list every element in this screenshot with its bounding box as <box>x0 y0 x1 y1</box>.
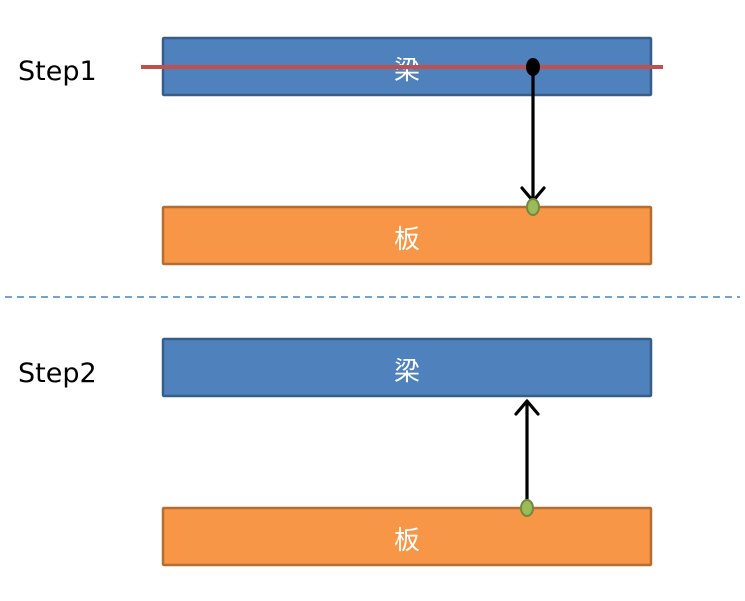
step2-slab: 板 <box>161 506 653 567</box>
step1-beam-label: 梁 <box>394 56 420 86</box>
step1-slab-rect <box>161 205 653 266</box>
step2-slab-rect <box>161 506 653 567</box>
step1-slab-label: 板 <box>394 225 420 255</box>
step2-slab-node <box>520 499 534 517</box>
step2-label: Step2 <box>18 358 97 389</box>
step1-slab-node <box>526 198 540 216</box>
step1-label: Step1 <box>18 56 97 87</box>
step2-slab-label: 板 <box>394 526 420 556</box>
step2-beam-rect <box>161 337 653 398</box>
step1-slab: 板 <box>161 205 653 266</box>
step1-group: Step1 梁 板 <box>18 36 663 266</box>
step2-beam-label: 梁 <box>394 357 420 387</box>
step2-arrowhead <box>514 399 540 416</box>
step2-group: Step2 梁 板 <box>18 337 653 567</box>
step2-beam: 梁 <box>161 337 653 398</box>
